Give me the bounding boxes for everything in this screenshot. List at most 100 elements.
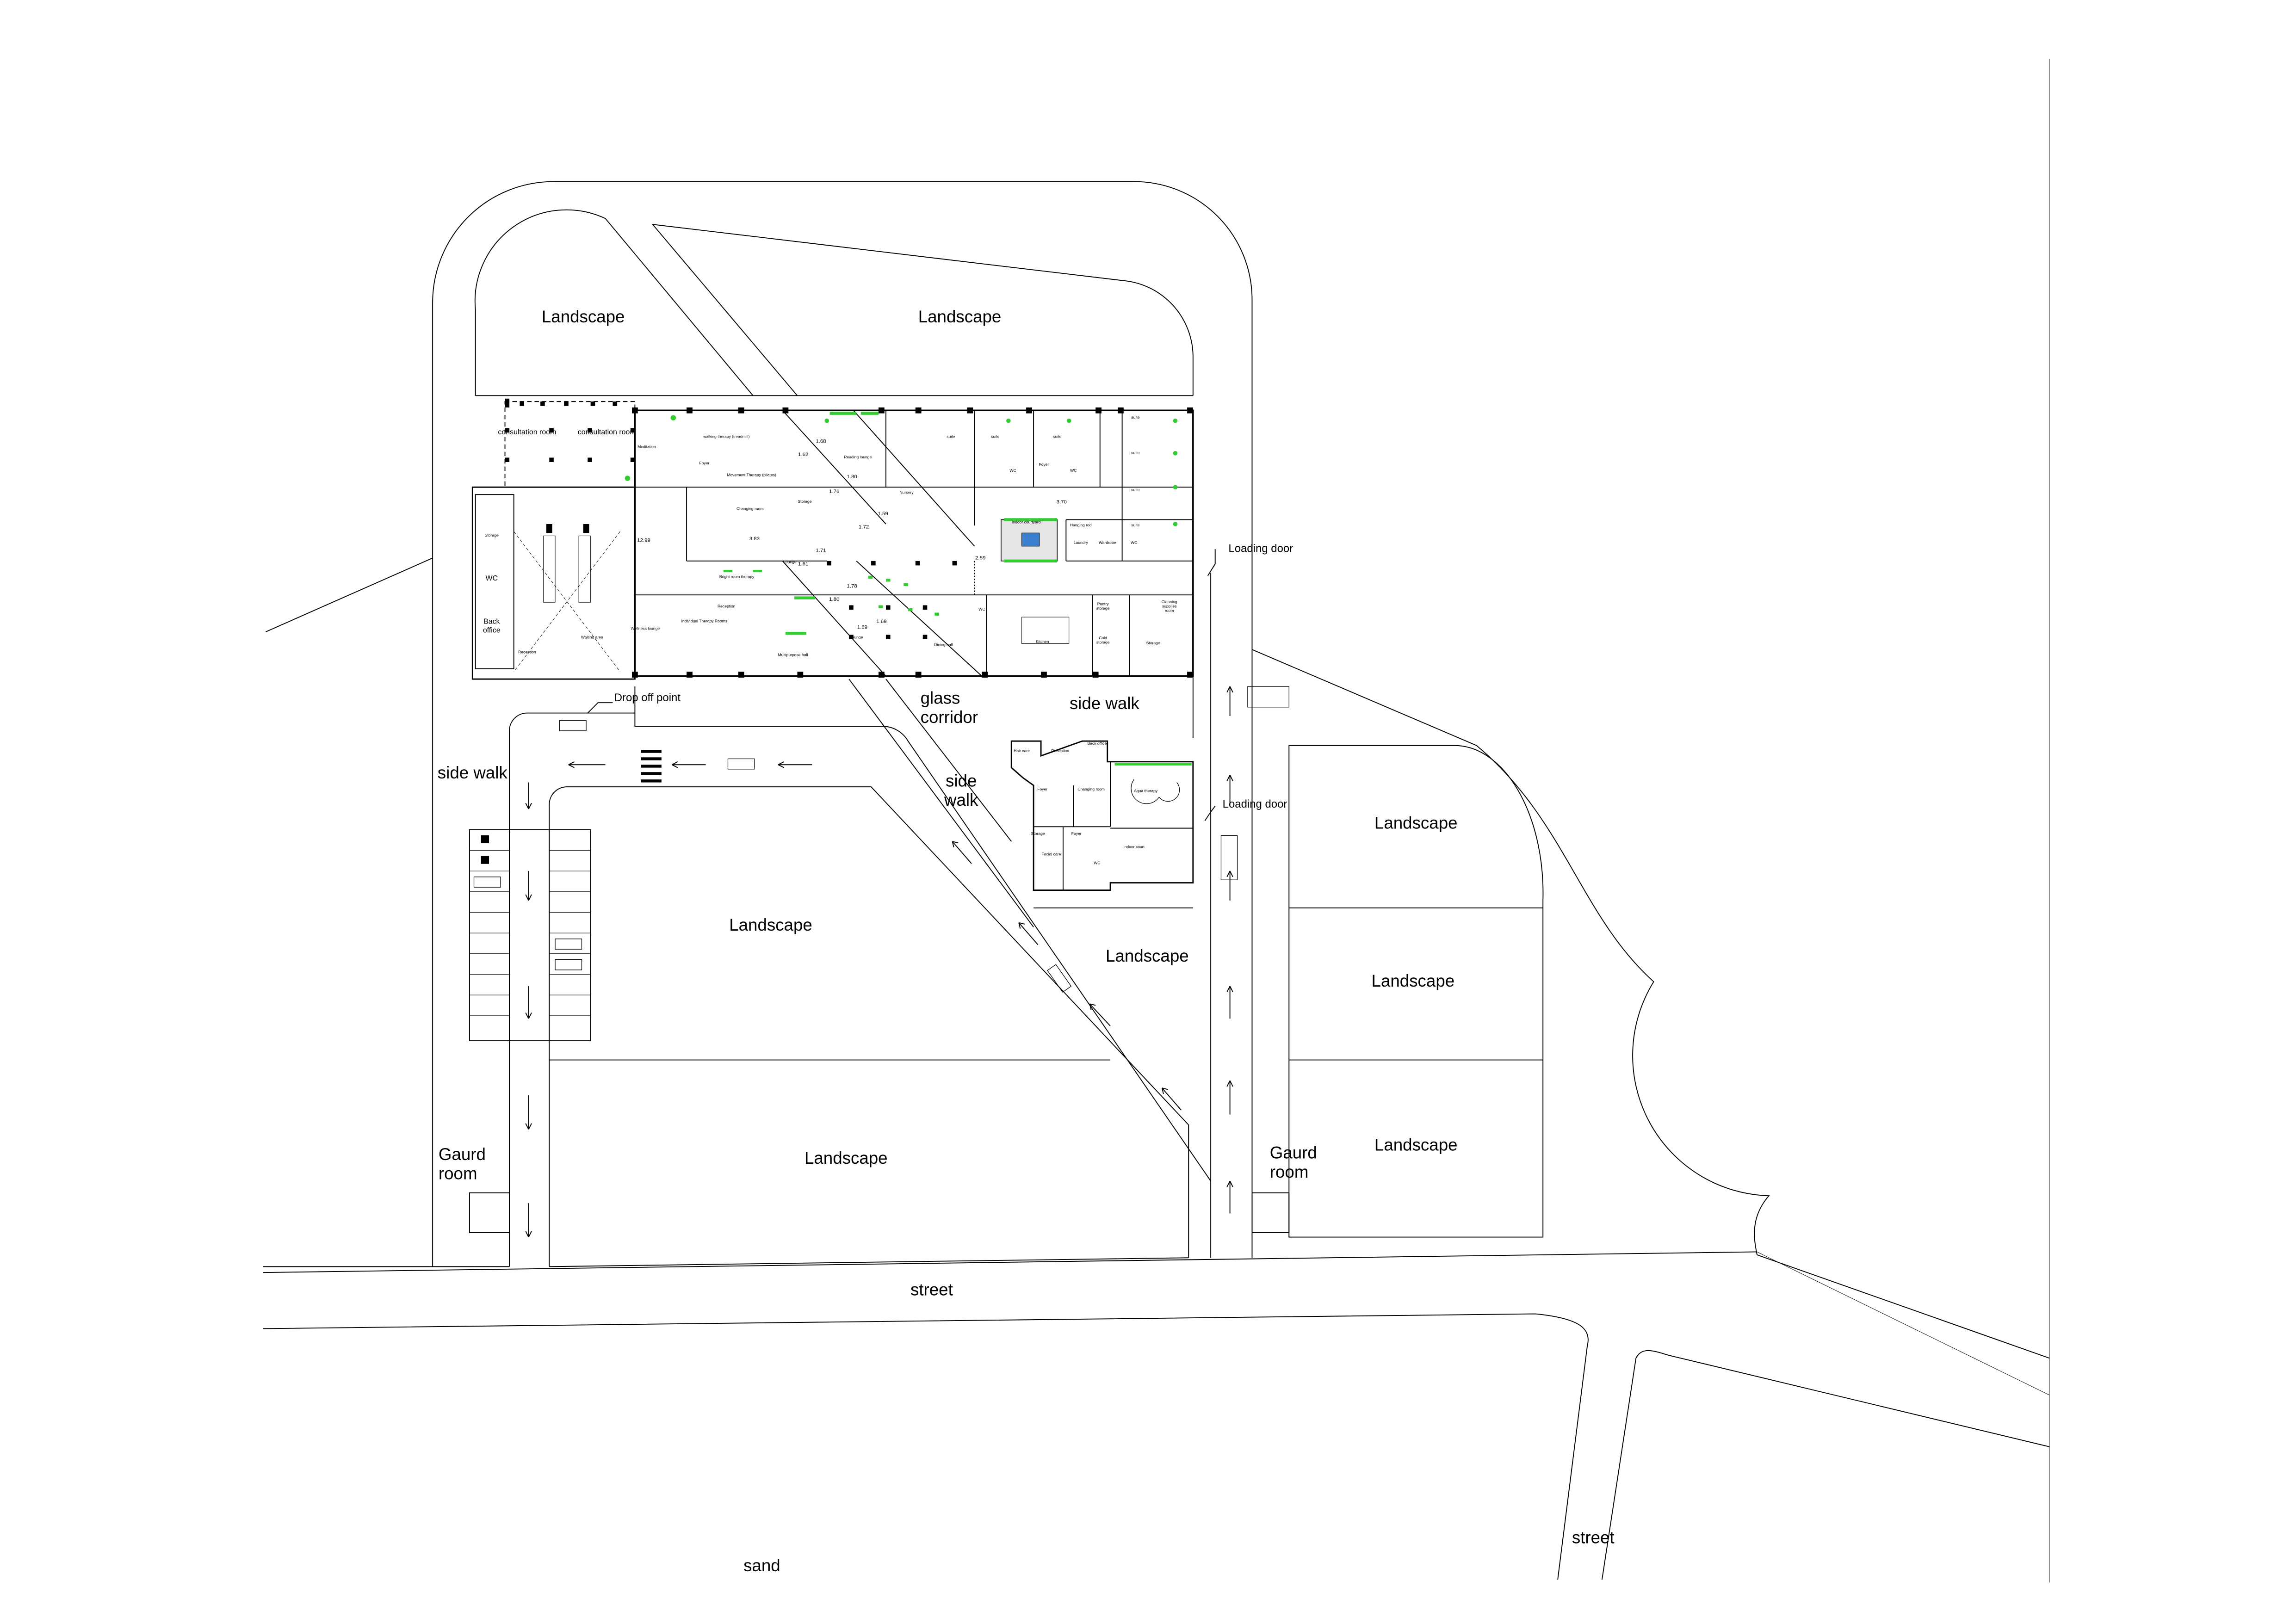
landscape-label: Landscape <box>541 309 625 327</box>
room-label: Cold storage <box>1096 636 1110 645</box>
room-label: Multipurpose hall <box>778 653 808 658</box>
truck-icon <box>1220 835 1238 880</box>
room-label: suite <box>991 434 1000 439</box>
structural-columns <box>505 398 1193 678</box>
dimension-label: 1.68 <box>816 438 826 445</box>
traffic-arrows <box>525 549 1233 1237</box>
glass-corridor-edge <box>848 679 1034 927</box>
dimension-label: 1.59 <box>878 511 888 517</box>
annex-room-label: Storage <box>1031 832 1045 837</box>
courtyard-fountain <box>1021 532 1040 547</box>
parking-lot <box>469 829 591 1042</box>
car-icon <box>1047 964 1072 993</box>
annex-room-label: Hair care <box>1014 749 1030 754</box>
annex-room-label: WC <box>1094 861 1101 866</box>
guard-room-label: Gaurd room <box>438 1147 486 1184</box>
sidewalk-label: side walk <box>944 773 978 811</box>
dimension-label: 1.72 <box>858 524 869 530</box>
perimeter-road-outer <box>432 181 1253 1267</box>
dimension-label: 1.71 <box>816 548 826 554</box>
street-label: street <box>1572 1530 1615 1548</box>
room-label: WC <box>1009 469 1016 473</box>
parking-icon <box>481 856 489 864</box>
main-building <box>471 398 1194 680</box>
room-label: WC <box>1130 541 1138 546</box>
room-label: Dining hall <box>934 642 953 648</box>
annex-room-label: Reception <box>1051 749 1069 754</box>
glass-corridor-label: glass corridor <box>920 690 978 728</box>
landscape-label: Landscape <box>1371 973 1455 991</box>
landscape-label: Landscape <box>918 309 1002 327</box>
landscape-label: Landscape <box>1106 948 1189 966</box>
car-icon <box>727 758 755 770</box>
roads <box>469 676 1290 1267</box>
room-label: Nursery <box>899 491 914 495</box>
landscape-area-top-left <box>474 209 754 396</box>
drop-off-point-label: Drop off point <box>614 691 681 704</box>
dimension-label: 1.80 <box>829 596 840 603</box>
loading-door-label: Loading door <box>1222 797 1287 811</box>
room-label: Wellness lounge <box>631 626 660 631</box>
room-label: Reception <box>518 650 536 655</box>
dimension-label: 1.76 <box>829 488 840 495</box>
parking-icon <box>481 835 489 844</box>
glass-corridor-edge <box>885 679 1012 842</box>
car-icon <box>559 720 587 731</box>
room-label: Laundry <box>1073 541 1088 546</box>
sand-label: sand <box>743 1558 780 1576</box>
room-label: suite <box>1053 434 1062 439</box>
dimension-label: 1.69 <box>876 618 887 625</box>
dimension-label: 1.80 <box>847 474 857 480</box>
landscape-label: Landscape <box>729 917 812 935</box>
annex-room-label: Facial care <box>1041 852 1061 857</box>
dimension-label: 1.78 <box>847 583 857 589</box>
right-landscape <box>1252 649 1770 1255</box>
room-label: Foyer <box>1039 463 1049 468</box>
room-label: Storage <box>1146 641 1160 646</box>
room-label: Lounge <box>849 636 863 640</box>
dimension-label: 1.61 <box>798 561 809 567</box>
room-label: WC <box>485 574 498 584</box>
room-label: Storage <box>484 533 499 538</box>
truck-icon <box>1247 686 1289 708</box>
room-label: consultation room <box>498 428 557 438</box>
room-label: Wardrobe <box>1099 541 1116 546</box>
street-label: street <box>910 1282 953 1300</box>
site-boundary-line <box>266 557 433 632</box>
room-label: suite <box>1131 451 1140 456</box>
car-icon <box>555 959 582 970</box>
sidewalk-label: side walk <box>1069 696 1139 714</box>
room-label: walking therapy (treadmill) <box>703 434 750 439</box>
car-icon <box>473 877 501 888</box>
room-label: Bright room therapy <box>719 575 755 580</box>
room-label: Waiting area <box>581 636 603 640</box>
cars <box>473 686 1289 993</box>
room-label: Reading lounge <box>844 455 872 460</box>
crosswalk <box>641 750 662 783</box>
planting <box>625 412 1178 635</box>
room-label: suite <box>1131 415 1140 420</box>
annex-room-label: Aqua therapy <box>1134 789 1158 794</box>
landscape-area-top-middle <box>651 223 1194 396</box>
room-label: consultation room <box>577 428 636 438</box>
annex-room-label: Changing room <box>1077 787 1105 792</box>
guard-room-left <box>469 1192 510 1233</box>
room-label: Kitchen <box>1035 640 1049 645</box>
dimension-label: 2.59 <box>975 555 986 561</box>
car-icon <box>555 939 582 950</box>
annex-room-label: Back office <box>1087 741 1107 747</box>
room-label: WC <box>1070 469 1077 473</box>
annex-room-label: Foyer <box>1037 787 1048 792</box>
room-label: Reception <box>717 605 736 609</box>
room-label: Individual Therapy Rooms <box>681 619 728 624</box>
guard-room-label: Gaurd room <box>1269 1145 1317 1183</box>
room-label: Pantry storage <box>1096 602 1110 611</box>
sidewalk-label: side walk <box>437 765 507 783</box>
room-label: Back office <box>483 617 501 635</box>
room-label: Movement Therapy (pilates) <box>727 473 776 478</box>
loading-door-label: Loading door <box>1228 542 1293 556</box>
guard-room-right <box>1251 1192 1290 1233</box>
room-label: Changing room <box>736 507 764 512</box>
